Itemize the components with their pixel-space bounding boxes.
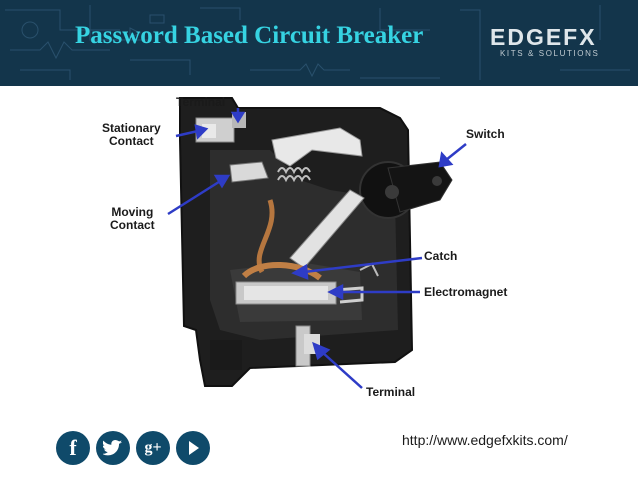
arrow-moving-contact bbox=[167, 174, 231, 216]
website-url[interactable]: http://www.edgefxkits.com/ bbox=[402, 432, 568, 448]
arrow-switch bbox=[438, 143, 467, 168]
arrow-terminal-bottom bbox=[312, 341, 363, 389]
bottom-terminal-part bbox=[295, 325, 320, 367]
spring bbox=[277, 167, 311, 183]
label-moving-contact: Moving Contact bbox=[110, 206, 155, 232]
facebook-icon[interactable]: f bbox=[56, 431, 90, 465]
twitter-icon[interactable] bbox=[96, 431, 130, 465]
arrow-electromagnet bbox=[327, 283, 420, 301]
header-banner: Password Based Circuit Breaker EDGEFX KI… bbox=[0, 0, 638, 86]
label-terminal-bottom: Terminal bbox=[366, 385, 416, 399]
lever-arm bbox=[271, 127, 363, 167]
logo-wordmark: EDGEFX bbox=[490, 24, 597, 50]
circuit-pattern-background bbox=[5, 5, 630, 80]
slide-title: Password Based Circuit Breaker bbox=[75, 22, 424, 49]
arrow-terminal-top bbox=[230, 108, 246, 124]
label-terminal-top: Terminal bbox=[176, 95, 226, 109]
label-moving-line1: Moving bbox=[111, 205, 154, 219]
label-catch: Catch bbox=[424, 249, 458, 263]
label-electromagnet: Electromagnet bbox=[424, 285, 508, 299]
label-stationary-contact: Stationary Contact bbox=[102, 122, 161, 148]
label-stationary-line2: Contact bbox=[109, 134, 154, 148]
edgefx-logo: EDGEFX KITS & SOLUTIONS bbox=[490, 25, 610, 65]
arrow-catch bbox=[291, 256, 423, 280]
logo-tagline: KITS & SOLUTIONS bbox=[500, 49, 600, 58]
switch-knob bbox=[359, 161, 453, 219]
label-switch: Switch bbox=[466, 127, 505, 141]
play-icon[interactable] bbox=[176, 431, 210, 465]
google-plus-icon[interactable]: g+ bbox=[136, 431, 170, 465]
label-moving-line2: Contact bbox=[110, 218, 155, 232]
arrow-stationary-contact bbox=[175, 124, 209, 140]
moving-contact-part bbox=[229, 161, 269, 183]
label-stationary-line1: Stationary bbox=[102, 121, 161, 135]
